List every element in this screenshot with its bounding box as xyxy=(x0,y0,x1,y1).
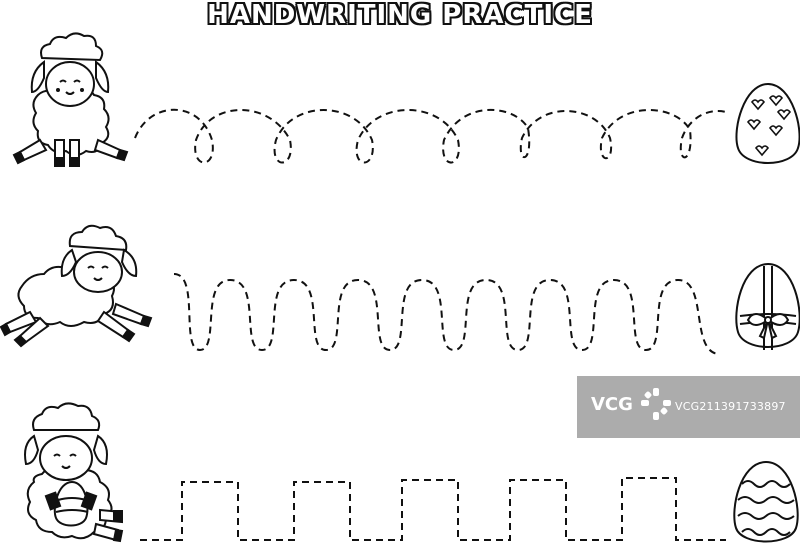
trace-path-squares[interactable] xyxy=(140,477,726,541)
sheep-sitting-icon xyxy=(12,32,129,167)
page-title: HANDWRITING PRACTICE xyxy=(207,0,593,30)
watermark-banner: VCG VCG211391733897 xyxy=(577,376,800,438)
trace-path-waves[interactable] xyxy=(173,273,719,355)
watermark-id: VCG211391733897 xyxy=(675,400,786,413)
zigzag-egg-icon xyxy=(733,460,799,543)
hearts-egg-icon xyxy=(735,82,800,164)
sheep-jumping-icon xyxy=(0,224,153,348)
bow-egg-icon xyxy=(735,262,800,350)
vcg-mark-icon xyxy=(641,388,671,420)
watermark-logo: VCG xyxy=(591,394,633,415)
sheep-holding-egg-icon xyxy=(24,402,124,543)
trace-path-loops[interactable] xyxy=(134,108,727,164)
